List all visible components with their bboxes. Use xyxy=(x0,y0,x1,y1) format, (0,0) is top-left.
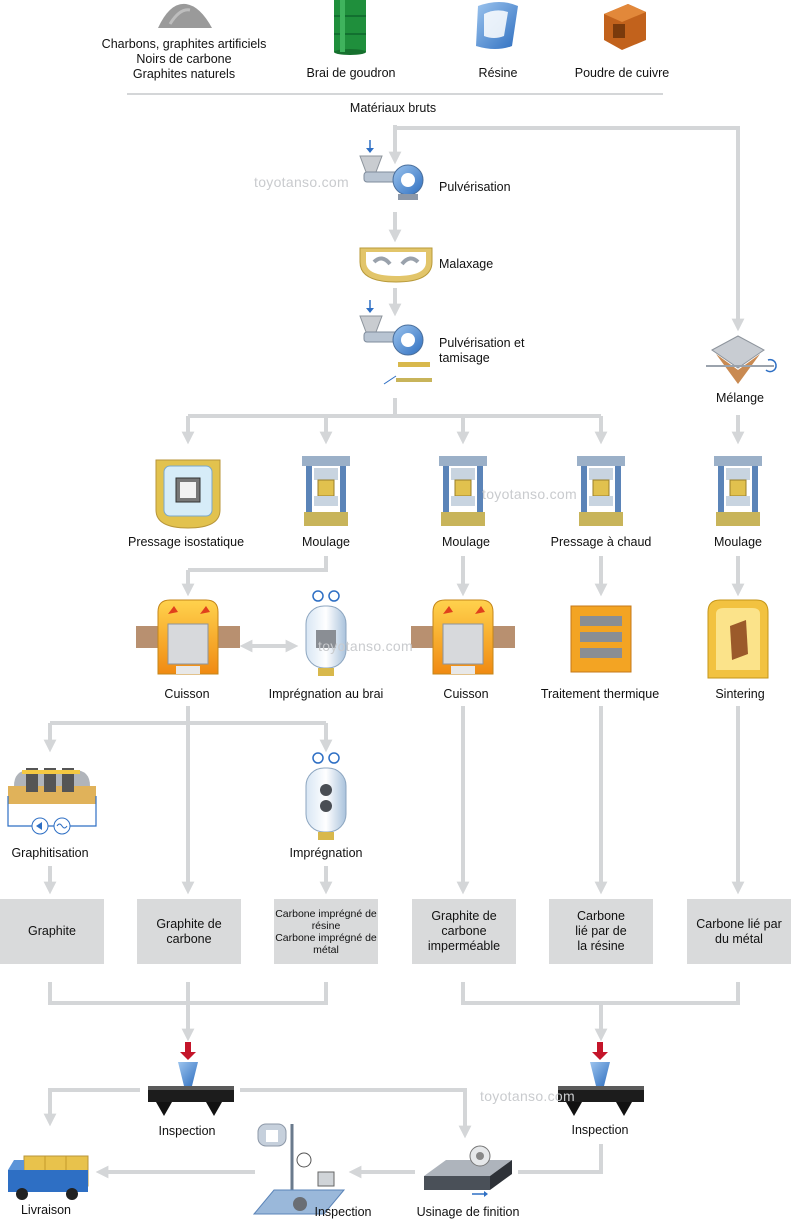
step-malaxage: Malaxage xyxy=(439,257,494,271)
pulverizer-sieve-icon xyxy=(359,300,432,385)
raw-material-resin: Résine xyxy=(478,66,518,80)
step-pulverisation: Pulvérisation xyxy=(439,180,511,194)
product-carbone-metal: Carbone lié par du métal xyxy=(687,899,791,964)
raw-materials-label: Matériaux bruts xyxy=(349,101,437,115)
step-melange: Mélange xyxy=(716,391,764,405)
pitch-barrel-icon xyxy=(334,0,366,55)
step-moulage: Moulage xyxy=(302,535,350,549)
molding-press-icon xyxy=(714,456,762,526)
step-usinage-finition: Usinage de finition xyxy=(416,1205,520,1219)
step-livraison: Livraison xyxy=(20,1203,72,1217)
watermark: toyotanso.com xyxy=(254,174,349,190)
inspection-right-icon xyxy=(558,1042,644,1116)
product-graphite-carbone: Graphite de carbone xyxy=(137,899,241,964)
molding-press-icon xyxy=(439,456,487,526)
product-carbone-impregne: Carbone imprégné de résine Carbone impré… xyxy=(274,899,378,964)
step-impregnation: Imprégnation xyxy=(289,846,363,860)
step-inspection: Inspection xyxy=(314,1205,372,1219)
step-impregnation-brai: Imprégnation au brai xyxy=(268,687,384,701)
step-inspection: Inspection xyxy=(158,1124,216,1138)
graphitization-furnace-icon xyxy=(7,768,97,835)
step-pulverisation-tamisage: Pulvérisation et tamisage xyxy=(439,336,525,365)
step-pressage-chaud: Pressage à chaud xyxy=(550,535,652,549)
delivery-truck-icon xyxy=(8,1155,89,1200)
molding-press-icon xyxy=(302,456,350,526)
step-moulage: Moulage xyxy=(442,535,490,549)
watermark: toyotanso.com xyxy=(482,486,577,502)
resin-bottle-icon xyxy=(476,2,518,49)
step-traitement-thermique: Traitement thermique xyxy=(540,687,660,701)
product-carbone-resine: Carbone lié par de la résine xyxy=(549,899,653,964)
impregnation-tank-icon xyxy=(305,590,347,676)
product-graphite-impermeable: Graphite de carbone imperméable xyxy=(412,899,516,964)
baking-furnace-icon xyxy=(411,599,515,675)
measurement-station-icon xyxy=(252,1123,346,1215)
product-graphite: Graphite xyxy=(0,899,104,964)
raw-material-carbons: Charbons, graphites artificiels Noirs de… xyxy=(101,37,267,81)
step-moulage: Moulage xyxy=(714,535,762,549)
mixer-icon xyxy=(706,335,777,384)
pulverizer-icon xyxy=(359,140,424,200)
step-inspection: Inspection xyxy=(571,1123,629,1137)
isostatic-press-icon xyxy=(155,459,221,529)
inspection-left-icon xyxy=(148,1042,234,1116)
raw-material-copper: Poudre de cuivre xyxy=(574,66,670,80)
sintering-furnace-icon xyxy=(707,599,769,679)
carbon-powder-icon xyxy=(158,3,212,28)
hot-press-icon xyxy=(577,456,625,526)
step-sintering: Sintering xyxy=(715,687,765,701)
flow-lines xyxy=(43,93,745,1179)
step-graphitisation: Graphitisation xyxy=(11,846,89,860)
step-cuisson: Cuisson xyxy=(443,687,489,701)
copper-powder-icon xyxy=(604,4,646,50)
kneader-icon xyxy=(359,247,433,283)
machining-icon xyxy=(424,1145,512,1197)
step-pressage-isostatique: Pressage isostatique xyxy=(127,535,245,549)
impregnation-tank-icon xyxy=(305,752,347,840)
baking-furnace-icon xyxy=(136,599,240,675)
heat-treatment-icon xyxy=(570,605,632,673)
watermark: toyotanso.com xyxy=(480,1088,575,1104)
watermark: toyotanso.com xyxy=(318,638,413,654)
step-cuisson: Cuisson xyxy=(164,687,210,701)
raw-material-pitch: Brai de goudron xyxy=(306,66,396,80)
